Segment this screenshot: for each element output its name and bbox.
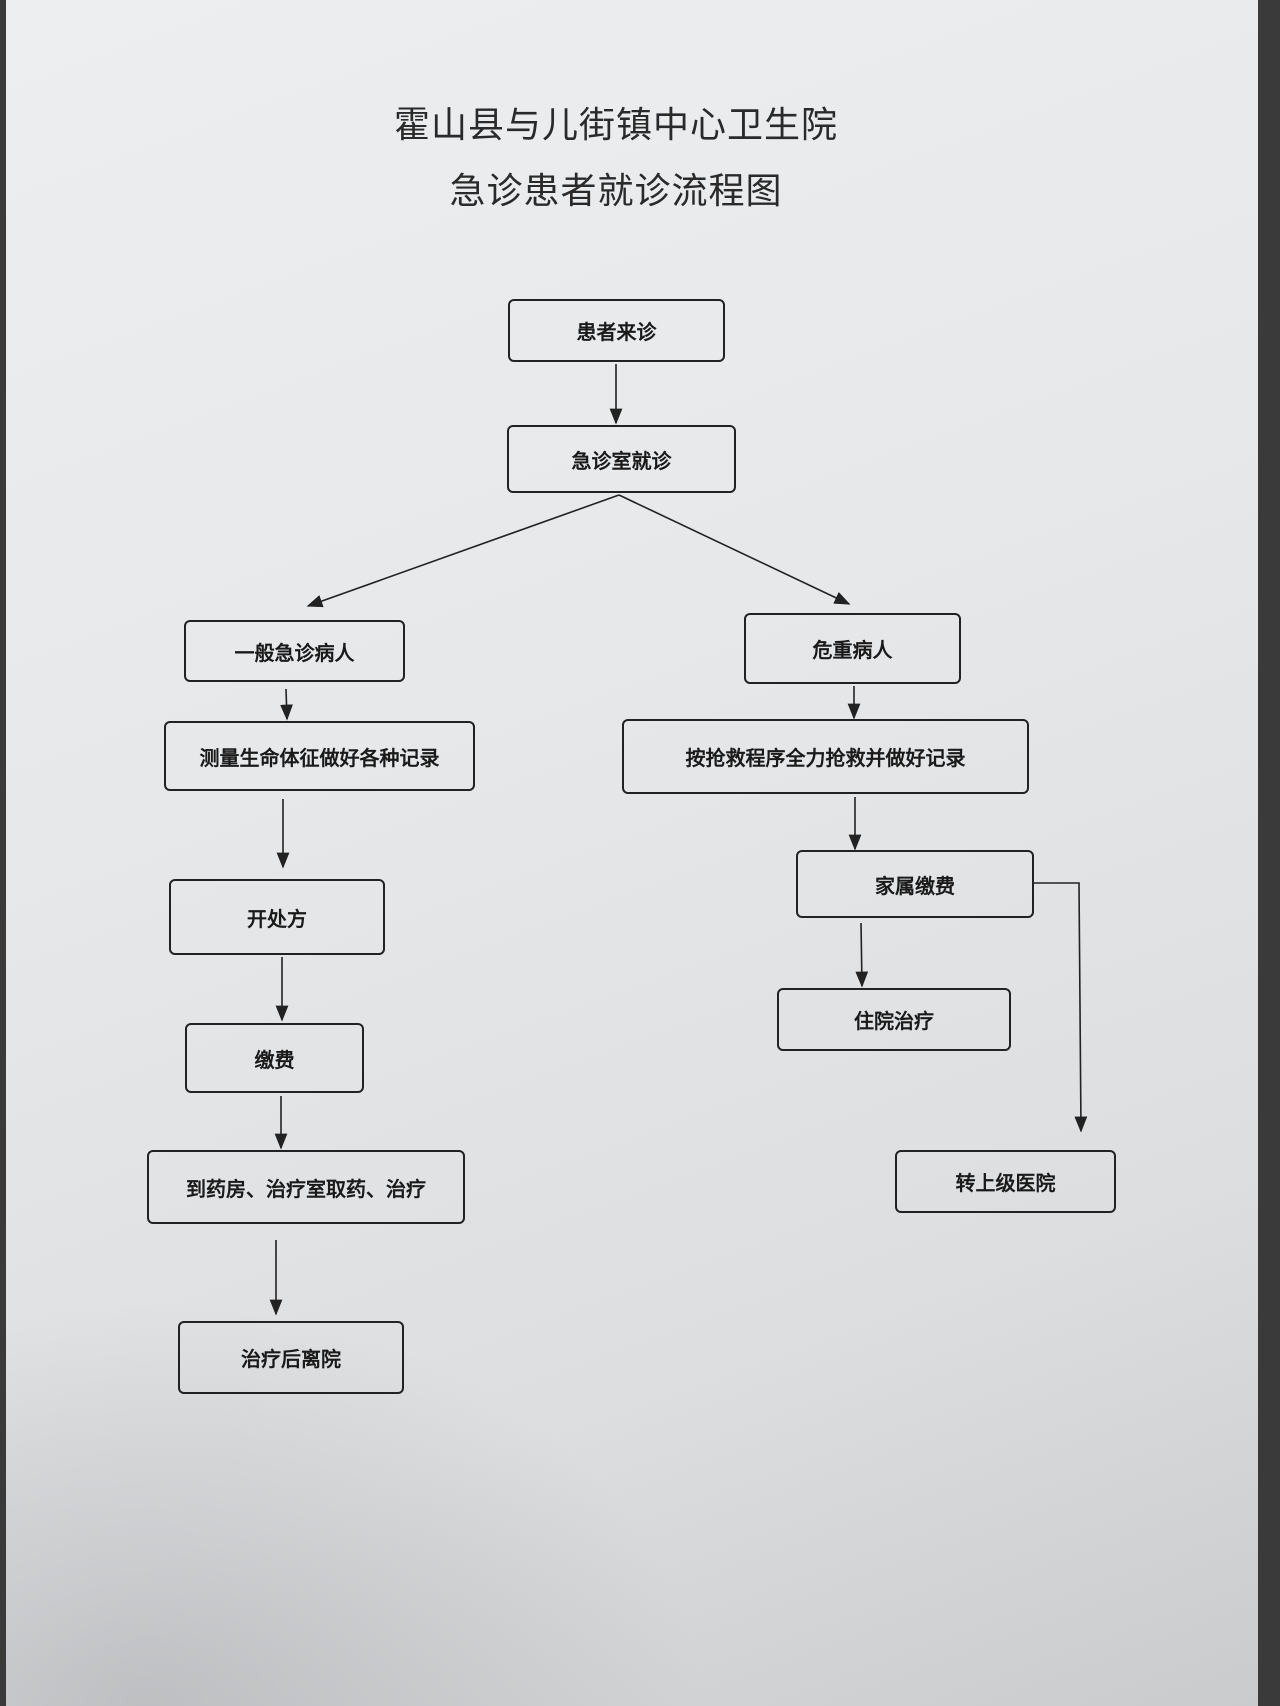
node-label: 患者来诊 <box>576 320 657 344</box>
arrow-er-general <box>306 494 620 608</box>
shadow <box>6 1300 706 1706</box>
arrow-general-vitals <box>280 688 293 721</box>
node-pharmacy: 到药房、治疗室取药、治疗 <box>147 1150 465 1224</box>
node-label: 转上级医院 <box>955 1171 1056 1195</box>
node-general-patient: 一般急诊病人 <box>184 620 405 682</box>
node-label: 缴费 <box>254 1047 295 1072</box>
node-critical-patient: 危重病人 <box>744 613 961 684</box>
node-label: 住院治疗 <box>854 1009 934 1033</box>
node-discharge: 治疗后离院 <box>178 1321 404 1394</box>
node-prescription: 开处方 <box>169 879 385 955</box>
arrow-family-transfer <box>1034 882 1088 1133</box>
node-label: 危重病人 <box>812 638 893 662</box>
node-payment: 缴费 <box>185 1023 364 1093</box>
node-label: 到药房、治疗室取药、治疗 <box>186 1176 426 1201</box>
node-label: 按抢救程序全力抢救并做好记录 <box>685 746 966 770</box>
node-label: 开处方 <box>247 906 307 931</box>
node-label: 一般急诊病人 <box>234 640 355 665</box>
title-hospital: 霍山县与儿街镇中心卫生院 <box>393 105 838 146</box>
title-flowchart: 急诊患者就诊流程图 <box>449 171 783 212</box>
node-family-payment: 家属缴费 <box>796 850 1034 918</box>
arrow-er-critical <box>618 494 851 605</box>
node-rescue: 按抢救程序全力抢救并做好记录 <box>622 719 1029 794</box>
node-hospitalize: 住院治疗 <box>777 988 1011 1051</box>
node-label: 治疗后离院 <box>241 1347 341 1371</box>
node-label: 急诊室就诊 <box>571 448 672 473</box>
node-transfer: 转上级医院 <box>895 1150 1116 1213</box>
node-er-visit: 急诊室就诊 <box>507 425 736 493</box>
paper-document <box>6 0 1258 1706</box>
node-label: 测量生命体征做好各种记录 <box>199 745 440 770</box>
arrow-family-hospitalize <box>855 922 869 988</box>
node-arrival: 患者来诊 <box>508 299 725 362</box>
node-label: 家属缴费 <box>875 873 955 898</box>
node-vitals: 测量生命体征做好各种记录 <box>164 721 475 791</box>
